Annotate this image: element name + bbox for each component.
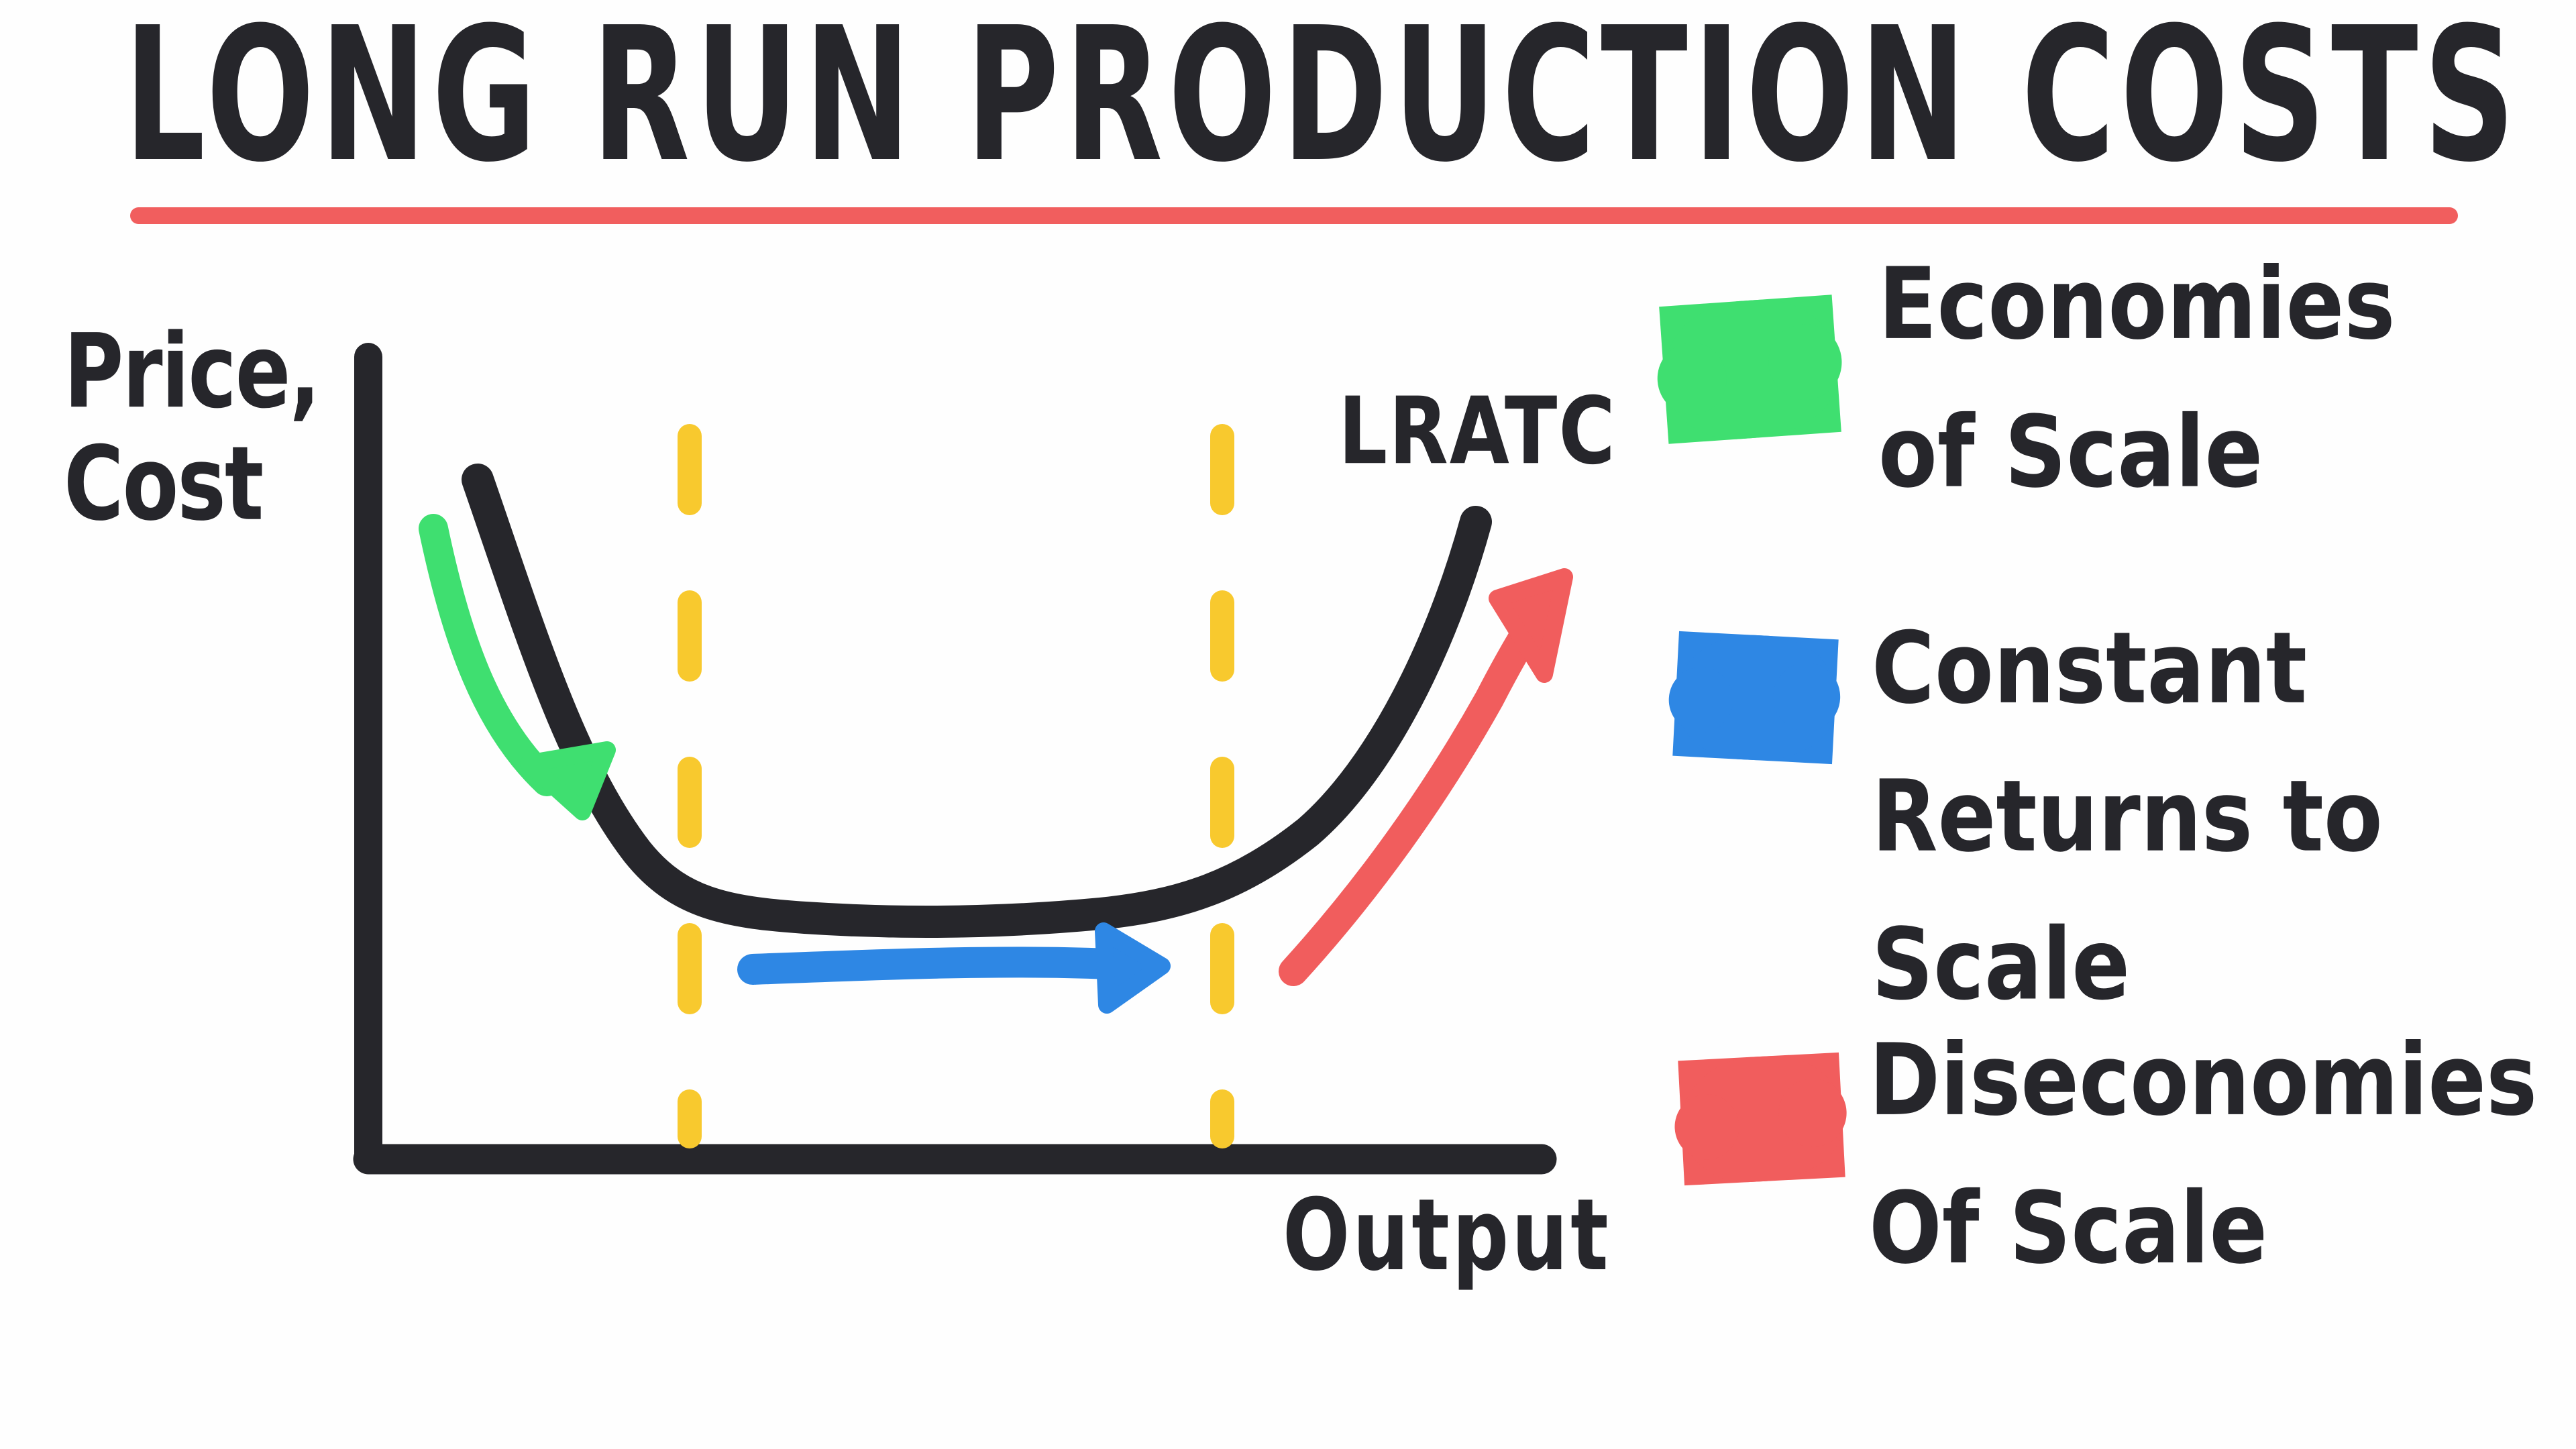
legend-label-constant-returns: Constant Returns to Scale — [1872, 595, 2383, 1039]
diseconomies-arrow-head — [1489, 568, 1573, 683]
constant-returns-arrow-head — [1095, 922, 1171, 1014]
page-title: LONG RUN PRODUCTION COSTS — [124, 0, 2521, 203]
legend-label-diseconomies: Diseconomies Of Scale — [1869, 1007, 2537, 1303]
x-axis-label: Output — [1283, 1177, 1611, 1293]
lratc-curve — [462, 464, 1492, 938]
y-axis-label: Price, Cost — [64, 312, 321, 544]
y-axis-label-line1: Price, — [64, 312, 321, 431]
legend-label-diseconomies-line2: Of Scale — [1869, 1171, 2268, 1287]
legend-label-constant-line1: Constant — [1872, 611, 2308, 727]
legend-label-constant-line3: Scale — [1872, 907, 2131, 1023]
title-underline-red — [130, 207, 2458, 224]
legend-label-diseconomies-line1: Diseconomies — [1869, 1023, 2538, 1138]
curve-label-lratc: LRATC — [1338, 378, 1617, 486]
diseconomies-swatch-scribble — [1673, 1052, 1849, 1186]
y-axis-label-line2: Cost — [64, 424, 264, 544]
legend-label-economies-line2: of Scale — [1878, 394, 2263, 511]
economies-swatch-scribble — [1654, 294, 1844, 444]
constant-returns-arrow-shaft — [737, 947, 1124, 985]
economies-arrow-head — [520, 741, 616, 820]
constant-returns-swatch-scribble — [1667, 631, 1842, 765]
legend-label-economies: Economies of Scale — [1878, 231, 2396, 527]
legend-label-constant-line2: Returns to — [1872, 759, 2383, 875]
legend-label-economies-line1: Economies — [1878, 247, 2396, 362]
